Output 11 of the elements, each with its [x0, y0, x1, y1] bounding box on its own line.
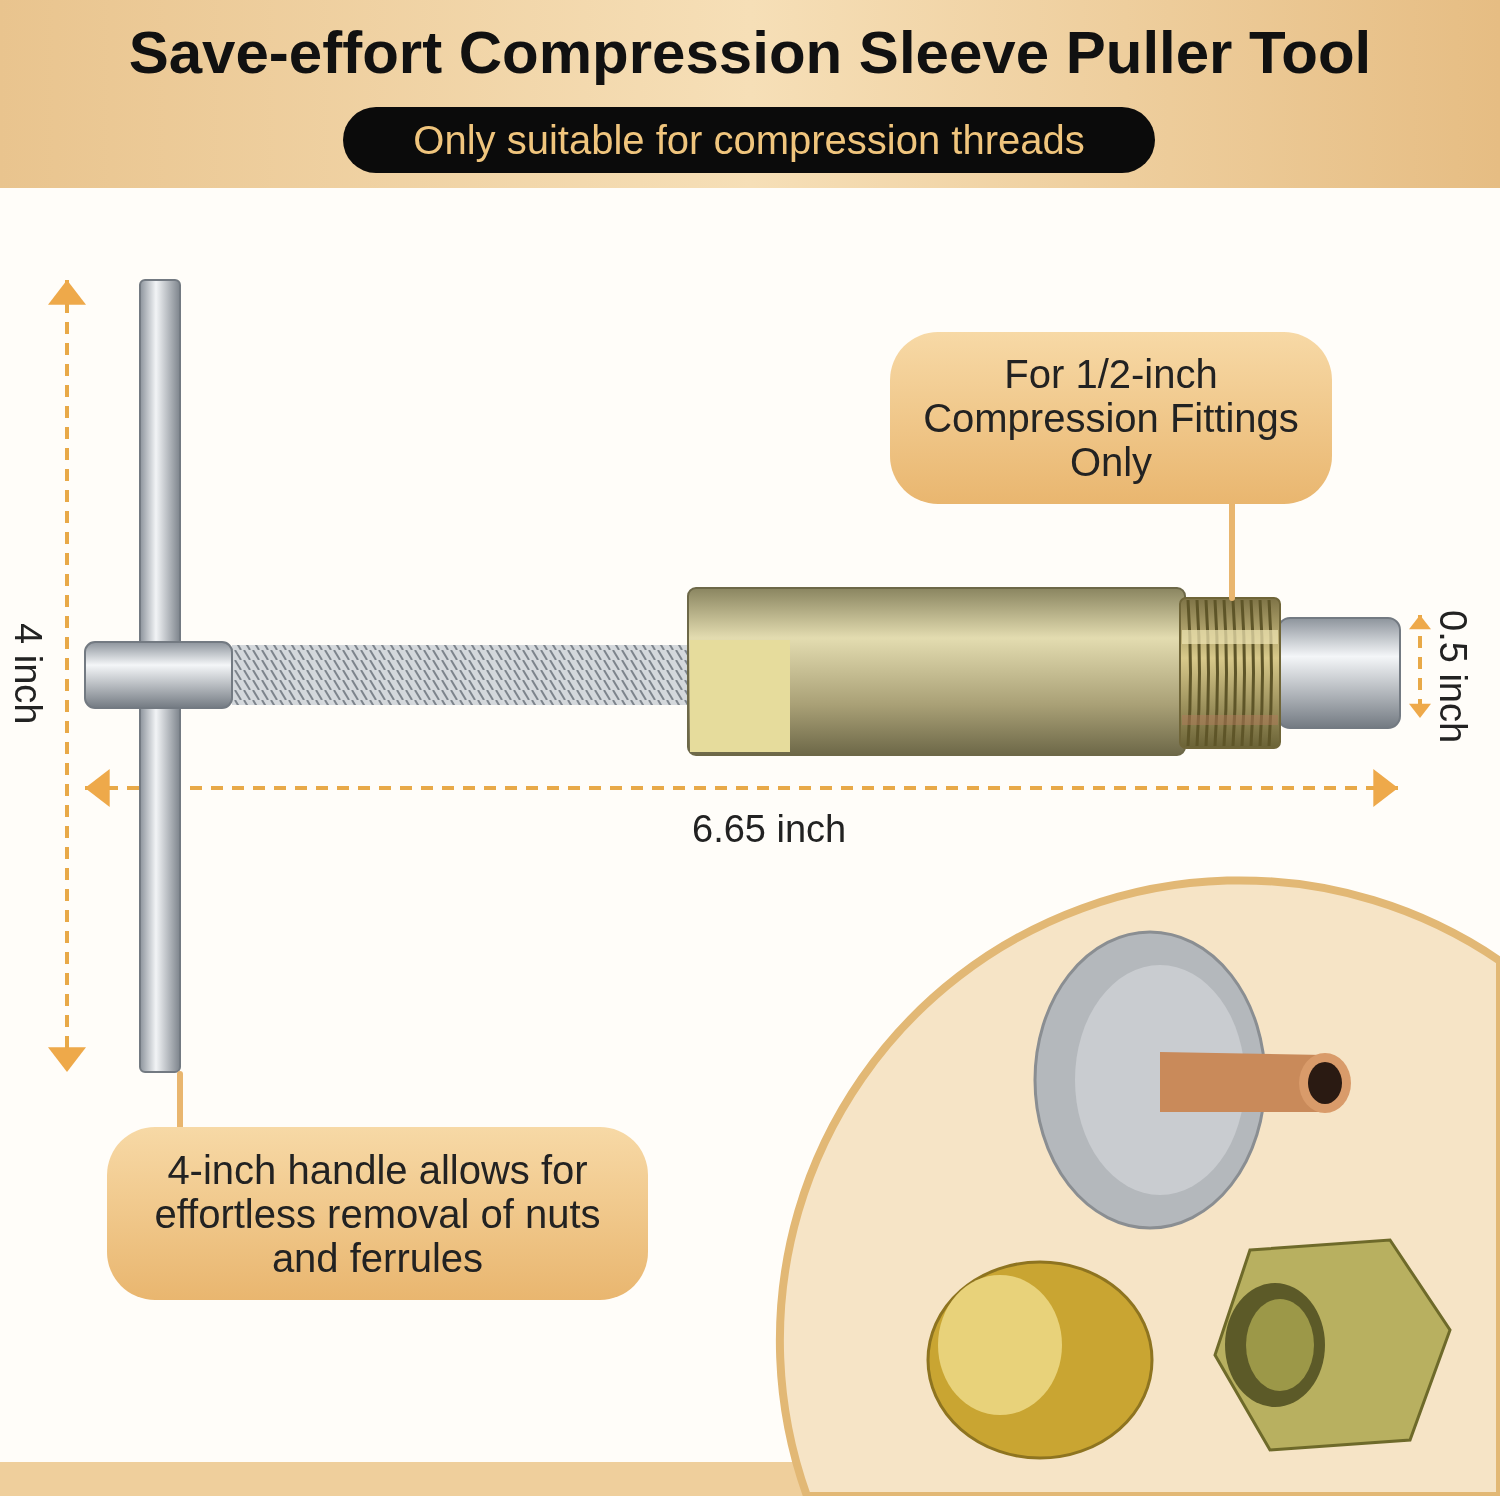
threaded-collar-drawing: [1179, 597, 1281, 749]
dimension-label: 0.5 inch: [1431, 610, 1474, 744]
dimension-label: 6.65 inch: [692, 808, 847, 851]
callout-bubble: For 1/2-inch Compression Fittings Only: [890, 332, 1332, 504]
leader-line: [177, 1071, 183, 1130]
title: Save-effort Compression Sleeve Puller Tool: [127, 18, 1373, 87]
callout-bubble: 4-inch handle allows for effortless removal of nuts and ferrules: [107, 1127, 648, 1300]
leader-line: [1229, 501, 1235, 601]
t-handle-drawing: [84, 279, 233, 1073]
dimension-label: 4 inch: [6, 623, 49, 725]
subtitle-badge: Only suitable for compression threads: [343, 107, 1155, 173]
